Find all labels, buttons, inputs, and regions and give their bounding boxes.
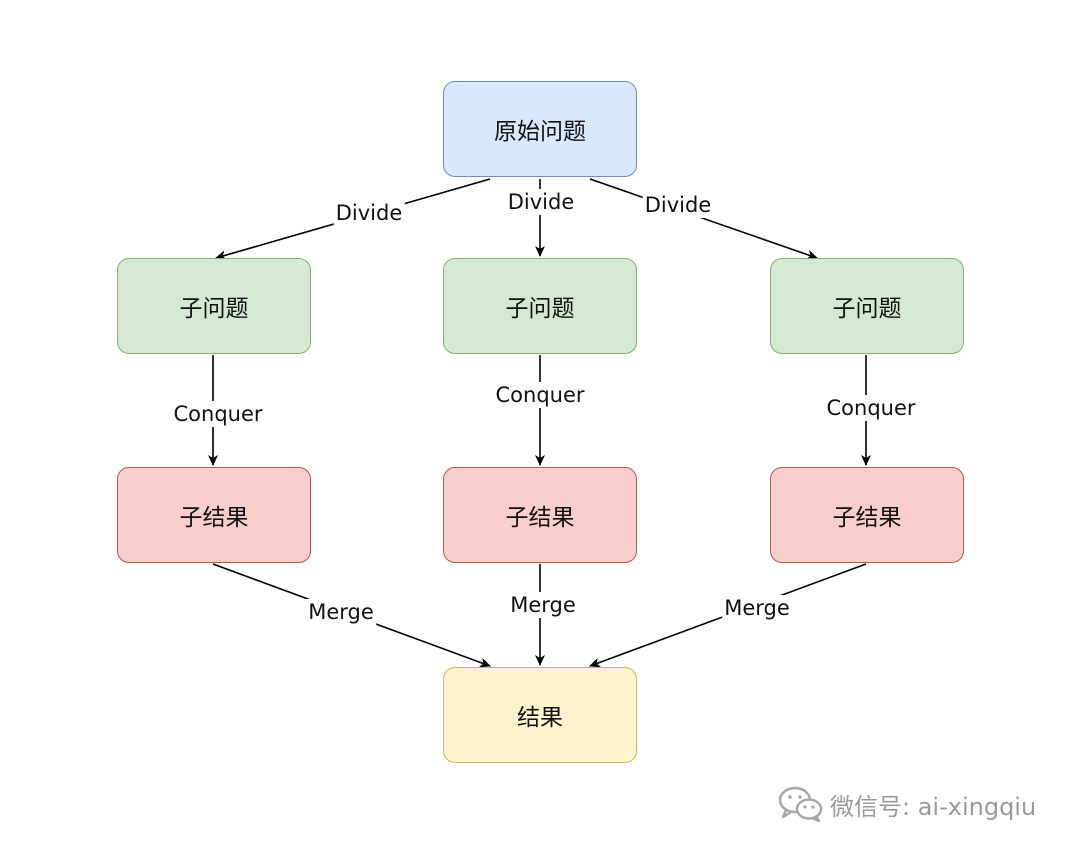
subproblem-label: 子问题 (505, 296, 575, 322)
merge-label-middle: Merge (508, 592, 578, 618)
root-problem-label: 原始问题 (494, 119, 586, 145)
subproblem-node-1: 子问题 (117, 258, 311, 354)
wechat-icon (778, 786, 824, 822)
subresult-node-1: 子结果 (117, 467, 311, 563)
conquer-label-right: Conquer (824, 395, 918, 421)
subresult-node-3: 子结果 (770, 467, 964, 563)
conquer-label-middle: Conquer (493, 382, 587, 408)
final-result-node: 结果 (443, 667, 637, 763)
subproblem-label: 子问题 (179, 296, 249, 322)
subresult-label: 子结果 (505, 505, 575, 531)
subresult-label: 子结果 (179, 505, 249, 531)
subproblem-label: 子问题 (832, 296, 902, 322)
subresult-label: 子结果 (832, 505, 902, 531)
watermark: 微信号: ai-xingqiu (778, 786, 1036, 822)
conquer-label-left: Conquer (171, 401, 265, 427)
merge-label-left: Merge (306, 599, 376, 625)
subresult-node-2: 子结果 (443, 467, 637, 563)
watermark-text: 微信号: ai-xingqiu (830, 792, 1037, 821)
subproblem-node-2: 子问题 (443, 258, 637, 354)
divide-label-middle: Divide (505, 189, 577, 215)
merge-label-right: Merge (722, 595, 792, 621)
subproblem-node-3: 子问题 (770, 258, 964, 354)
divide-label-right: Divide (642, 192, 714, 218)
root-problem-node: 原始问题 (443, 81, 637, 177)
divide-label-left: Divide (333, 200, 405, 226)
divide-edge-right (589, 178, 818, 260)
final-result-label: 结果 (517, 705, 563, 731)
